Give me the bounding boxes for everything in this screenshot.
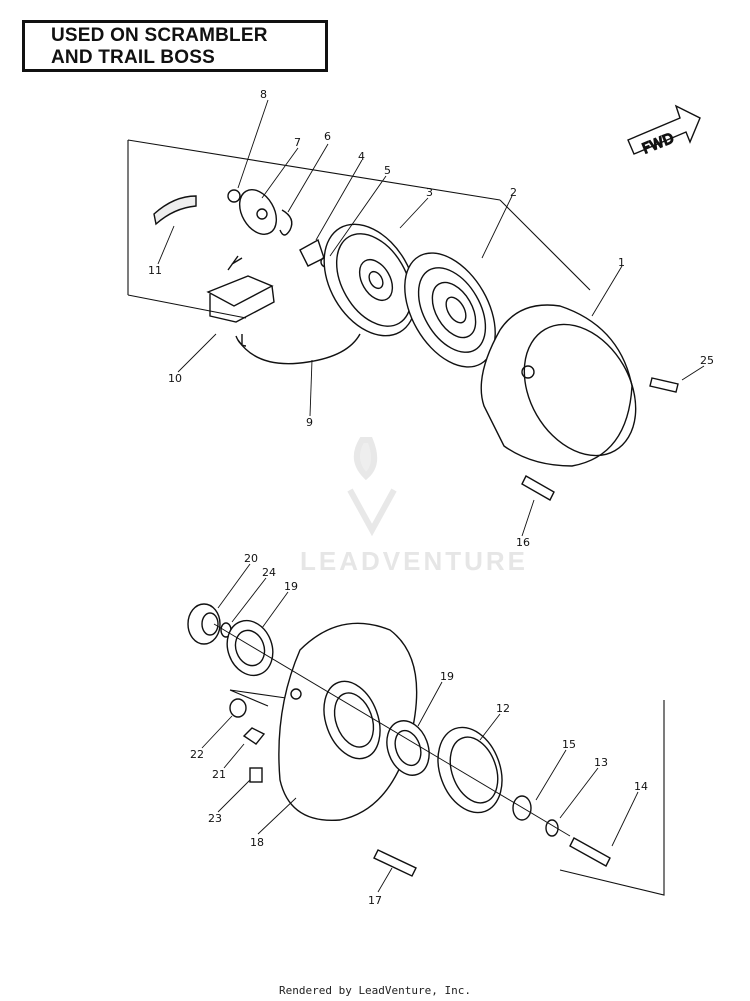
part-10-start-handle <box>206 255 275 323</box>
part-19-washer-upper <box>226 619 274 677</box>
part-7-plate <box>238 189 278 235</box>
callout-6: 6 <box>324 130 331 143</box>
callout-12: 12 <box>496 702 510 715</box>
watermark-logo <box>347 437 397 537</box>
part-12-ratchet <box>437 726 503 814</box>
part-8-nut <box>227 189 241 203</box>
title-box: USED ON SCRAMBLER AND TRAIL BOSS <box>22 20 328 72</box>
part-21-plug <box>242 727 266 745</box>
callout-25: 25 <box>700 354 714 367</box>
callout-24: 24 <box>262 566 276 579</box>
callout-19-upper: 19 <box>284 580 298 593</box>
callout-labels: 1 2 3 4 5 6 7 8 9 10 11 12 13 14 15 16 1… <box>148 88 714 907</box>
part-2-spring <box>404 252 496 368</box>
part-3-pulley <box>323 223 417 337</box>
callout-21: 21 <box>212 768 226 781</box>
part-22-washer <box>229 698 247 718</box>
callout-5: 5 <box>384 164 391 177</box>
assembly-frame <box>127 139 665 896</box>
callout-7: 7 <box>294 136 301 149</box>
part-16-bolt <box>521 475 555 501</box>
callout-1: 1 <box>618 256 625 269</box>
axis-line <box>213 623 571 837</box>
callout-22: 22 <box>190 748 204 761</box>
part-14-bolt <box>569 837 611 867</box>
part-1-housing <box>480 304 637 467</box>
callout-23: 23 <box>208 812 222 825</box>
title-line-2: AND TRAIL BOSS <box>51 47 215 68</box>
callout-10: 10 <box>168 372 182 385</box>
callout-13: 13 <box>594 756 608 769</box>
callout-8: 8 <box>260 88 267 101</box>
part-20-seal <box>187 603 221 645</box>
callout-4: 4 <box>358 150 365 163</box>
watermark: LEADVENTURE <box>300 546 529 576</box>
callout-19-lower: 19 <box>440 670 454 683</box>
callout-15: 15 <box>562 738 576 751</box>
footer-credit: Rendered by LeadVenture, Inc. <box>278 984 472 997</box>
callout-2: 2 <box>510 186 517 199</box>
part-9-rope <box>237 333 361 365</box>
callout-14: 14 <box>634 780 648 793</box>
part-6-spring <box>279 209 293 236</box>
leader-lines <box>157 99 705 893</box>
callout-17: 17 <box>368 894 382 907</box>
callout-11: 11 <box>148 264 162 277</box>
title-line-1: USED ON SCRAMBLER <box>51 25 268 46</box>
part-18-case <box>278 622 418 822</box>
callout-9: 9 <box>306 416 313 429</box>
part-11-insert <box>153 195 197 226</box>
fwd-arrow-icon <box>627 104 701 155</box>
part-25-bolt <box>649 377 679 393</box>
part-17-bolt <box>373 849 417 877</box>
part-19-washer-lower <box>386 720 430 776</box>
part-15-washer <box>512 795 532 821</box>
callout-16: 16 <box>516 536 530 549</box>
callout-3: 3 <box>426 186 433 199</box>
part-23-cap <box>249 767 263 783</box>
callout-20: 20 <box>244 552 258 565</box>
part-13-lockwasher <box>545 819 559 837</box>
callout-18: 18 <box>250 836 264 849</box>
